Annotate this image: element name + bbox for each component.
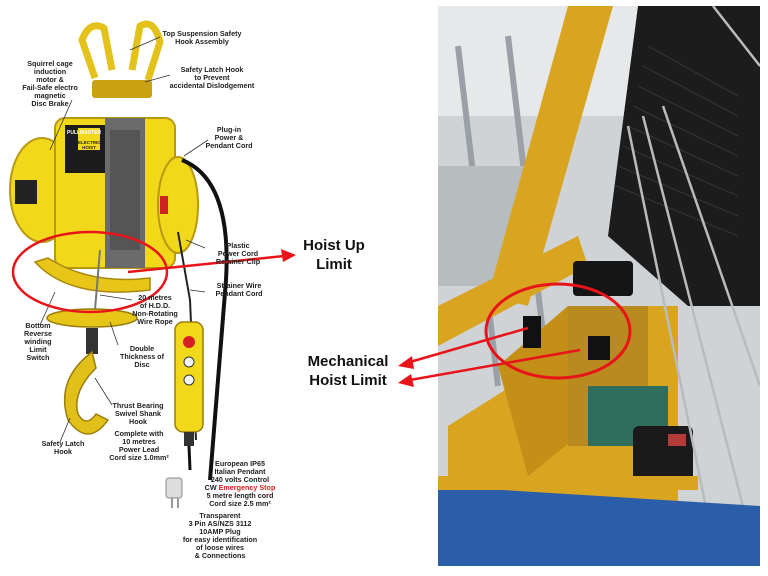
callout-complete-with: Complete with 10 metres Power Lead Cord …: [109, 429, 169, 462]
hoist-diagram-panel: Top Suspension Safety Hook Assembly Squi…: [9, 20, 365, 560]
callout-thrust-bearing: Thrust Bearing Swivel Shank Hook: [112, 401, 164, 426]
hoist-brand-label: PULLMASTER: [67, 130, 102, 136]
callout-safety-latch-hook: Safety Latch Hook: [41, 439, 85, 456]
callout-safety-latch-top: Safety Latch Hook to Prevent accidental …: [169, 65, 255, 90]
callout-bottom-switch: Bottom Reverse winding Limit Switch: [24, 321, 52, 362]
callout-emergency-stop: Emergency Stop: [218, 483, 276, 492]
callout-plug-in: Plug-in Power & Pendant Cord: [205, 125, 253, 150]
callout-european-pendant: European IP65 Italian Pendant 240 volts …: [196, 452, 284, 508]
callout-european-pendant-text: European IP65 Italian Pendant 240 volts …: [210, 459, 270, 484]
hoist-model-label: ELECTRIC HOIST: [78, 140, 101, 150]
label-hoist-up-limit: Hoist Up Limit: [303, 237, 365, 273]
callout-plug: Transparent 3 Pin AS/NZS 3112 10AMP Plug…: [182, 511, 258, 560]
callout-plastic-cord: Plastic Power Cord Retainer Clip: [215, 241, 261, 266]
crane-photo-panel: [438, 6, 760, 566]
callout-motor: Squirrel cage induction motor & Fail-Saf…: [22, 59, 78, 108]
callout-cw-prefix: CW: [204, 483, 219, 492]
callout-top-suspension: Top Suspension Safety Hook Assembly: [162, 29, 242, 46]
limit-switch-highlight-ellipse: [11, 230, 169, 314]
crane-photo-illustration: [438, 6, 760, 566]
label-mechanical-hoist-limit: Mechanical Hoist Limit: [307, 353, 389, 389]
callout-wire-rope: 20 metres of H.D.D. Non-Rotating Wire Ro…: [132, 293, 178, 326]
callout-strainer-wire: Strainer Wire Pendant Cord: [215, 281, 263, 298]
callout-double-disc: Double Thickness of Disc: [120, 344, 164, 369]
hoist-illustration: [9, 20, 296, 508]
callout-pendant-cord: 5 metre length cord Cord size 2.5 mm²: [206, 491, 274, 508]
